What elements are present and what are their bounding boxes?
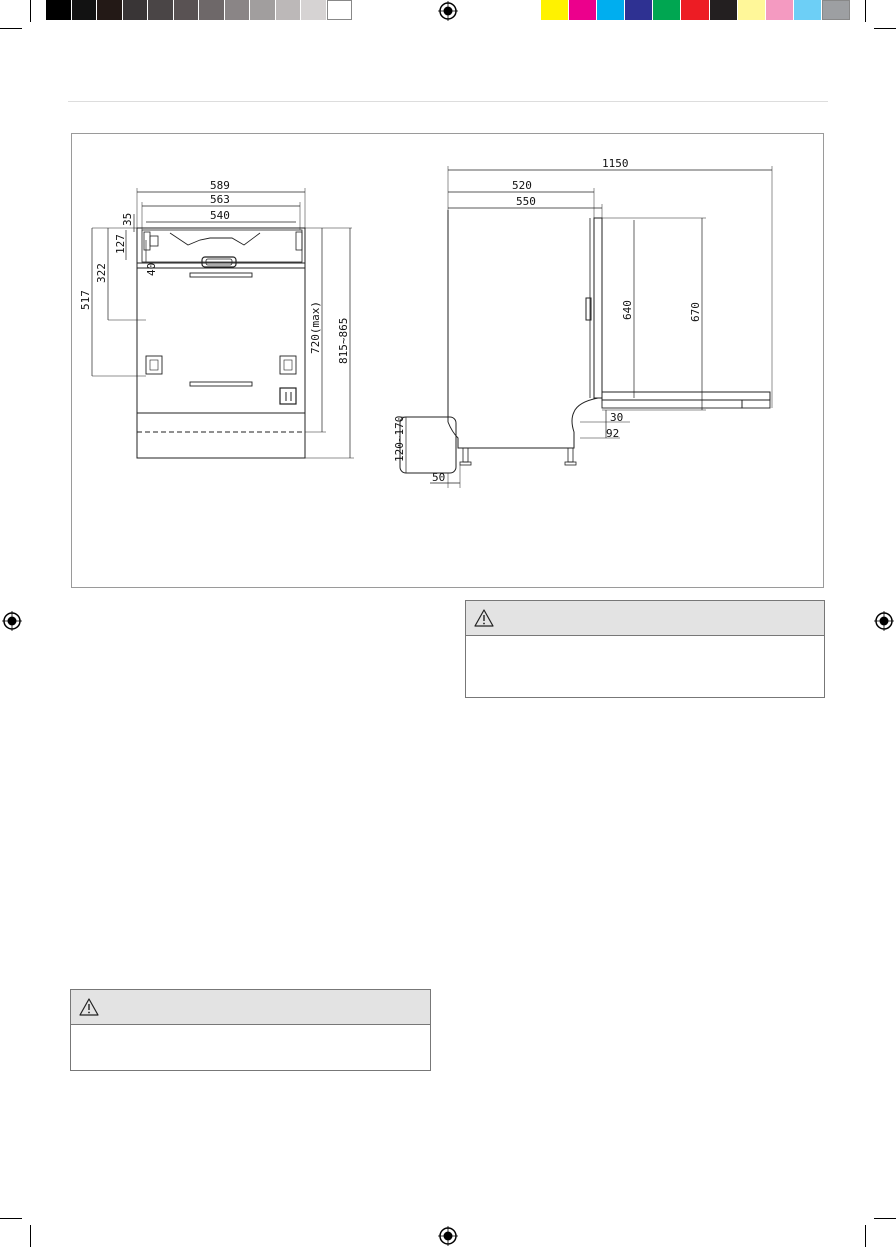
dim-hinge-spacing: 40 (145, 263, 158, 276)
warning-header (466, 601, 824, 636)
color-swatch (709, 0, 738, 20)
color-swatch (737, 0, 766, 20)
color-swatch (821, 0, 850, 20)
dim-max-height: 720(max) (309, 301, 322, 354)
dim-top-offset: 35 (121, 213, 134, 226)
color-swatch (625, 0, 654, 20)
dim-height-range: 815~865 (337, 318, 350, 364)
warning-triangle-icon (474, 609, 494, 627)
process-color-bar (541, 0, 850, 20)
side-view (399, 166, 773, 488)
crop-mark (0, 1218, 22, 1219)
warning-box (70, 989, 431, 1071)
color-swatch (326, 0, 352, 20)
dim-inner-width: 563 (210, 193, 230, 206)
color-swatch (569, 0, 598, 20)
dim-opening-width: 540 (210, 209, 230, 222)
crop-mark (0, 28, 22, 29)
color-swatch (653, 0, 682, 20)
dim-door-height: 640 (621, 300, 634, 320)
dim-plinth-range: 120~170 (393, 416, 406, 462)
color-swatch (173, 0, 199, 20)
color-swatch (597, 0, 626, 20)
crop-mark (874, 28, 896, 29)
grayscale-color-bar (46, 0, 352, 20)
color-swatch (224, 0, 250, 20)
warning-header (71, 990, 430, 1025)
installation-diagram-frame (71, 133, 824, 588)
color-swatch (793, 0, 822, 20)
dim-total-height: 670 (689, 302, 702, 322)
dim-kick-depth: 92 (606, 427, 619, 440)
dim-plinth-offset: 50 (432, 471, 445, 484)
color-swatch (250, 0, 276, 20)
color-swatch (301, 0, 327, 20)
dim-kick-gap: 30 (610, 411, 623, 424)
color-swatch (681, 0, 710, 20)
warning-triangle-icon (79, 998, 99, 1016)
color-swatch (541, 0, 570, 20)
color-swatch (122, 0, 148, 20)
color-swatch (46, 0, 72, 20)
dim-hinge-offset: 127 (114, 234, 127, 254)
crop-mark (874, 1218, 896, 1219)
color-swatch (199, 0, 225, 20)
color-swatch (97, 0, 123, 20)
dim-open-depth: 1150 (602, 157, 629, 170)
dim-cabinet-depth: 550 (516, 195, 536, 208)
front-view (91, 188, 354, 459)
dim-body-depth: 520 (512, 179, 532, 192)
color-swatch (765, 0, 794, 20)
installation-diagram: 589 563 540 35 127 40 322 517 720(max) 8… (79, 157, 773, 488)
crop-mark (865, 1225, 866, 1247)
warning-box (465, 600, 825, 698)
registration-mark-icon (438, 1226, 458, 1246)
color-swatch (148, 0, 174, 20)
crop-mark (30, 1225, 31, 1247)
color-swatch (71, 0, 97, 20)
registration-mark-icon (438, 1, 458, 21)
crop-mark (30, 0, 31, 22)
dim-overall-width: 589 (210, 179, 230, 192)
crop-mark (865, 0, 866, 22)
registration-mark-icon (2, 611, 22, 631)
color-swatch (275, 0, 301, 20)
header-rule (68, 101, 828, 102)
registration-mark-icon (874, 611, 894, 631)
dim-mid-height: 322 (95, 263, 108, 283)
dim-lower-height: 517 (79, 290, 92, 310)
